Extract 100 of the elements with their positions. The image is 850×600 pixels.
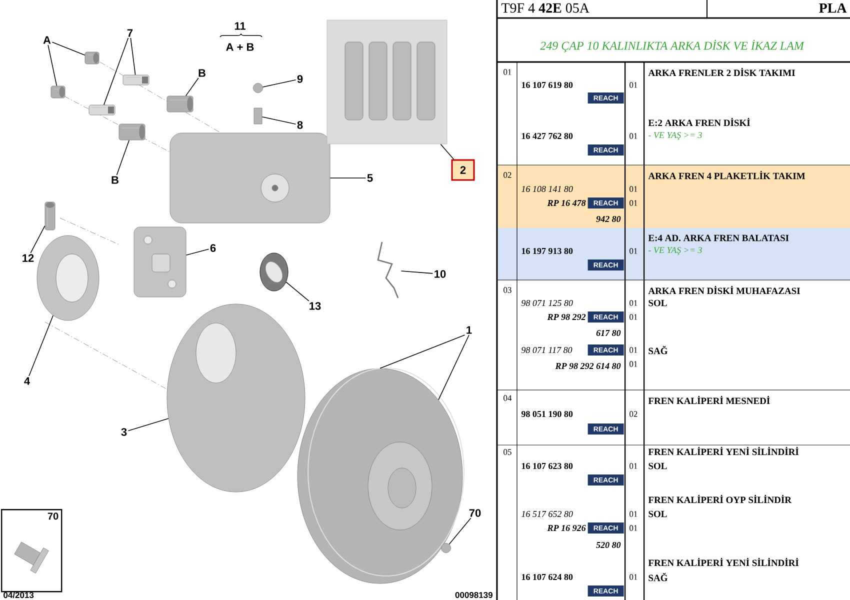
seal-drawing bbox=[260, 252, 288, 292]
quantity: 02 bbox=[630, 411, 638, 417]
part-number: 16 108 141 80 bbox=[522, 186, 573, 192]
quantity: 04 bbox=[504, 395, 512, 401]
bleed-cap-drawing bbox=[253, 83, 263, 93]
description-text: E:4 AD. ARKA FREN BALATASI bbox=[648, 234, 789, 242]
part-number: 617 80 bbox=[596, 330, 621, 336]
leader-line bbox=[440, 144, 454, 160]
header-text: PLA bbox=[819, 3, 847, 13]
part-number: RP 98 292 bbox=[547, 314, 586, 320]
callout-number: 70 bbox=[469, 509, 481, 517]
part-number: 16 197 913 80 bbox=[522, 248, 573, 254]
leader-line bbox=[448, 518, 472, 545]
callout-number: A bbox=[43, 36, 51, 44]
bleed-screw-drawing bbox=[254, 108, 262, 124]
callout-number: 8 bbox=[297, 121, 303, 129]
quantity: 01 bbox=[630, 186, 638, 192]
bushing-drawing bbox=[166, 96, 194, 112]
bushing-drawing bbox=[118, 124, 146, 140]
caliper-drawing bbox=[170, 132, 330, 224]
callout-number: A + B bbox=[226, 43, 254, 51]
description-text: E:2 ARKA FREN DİSKİ bbox=[648, 118, 750, 126]
quantity: 01 bbox=[630, 300, 638, 306]
quantity: 01 bbox=[630, 248, 638, 254]
leader-line bbox=[286, 282, 310, 302]
brake-pad-set-drawing bbox=[326, 20, 448, 144]
condition-note: - VE YAŞ >= 3 bbox=[648, 132, 702, 140]
callout-number: 4 bbox=[24, 377, 30, 385]
description-text: SAĞ bbox=[648, 346, 668, 354]
description-text: FREN KALİPERİ OYP SİLİNDİR bbox=[648, 494, 792, 504]
callout-number: 3 bbox=[121, 428, 127, 436]
quantity: 01 bbox=[630, 525, 638, 531]
dust-shield-drawing bbox=[166, 304, 306, 492]
leader-line bbox=[130, 38, 136, 76]
part-number: 942 80 bbox=[596, 216, 621, 222]
part-number: 16 107 624 80 bbox=[522, 574, 573, 580]
part-number: 98 071 125 80 bbox=[521, 300, 573, 306]
callout-number: 7 bbox=[127, 29, 133, 37]
part-number: 16 517 652 80 bbox=[522, 510, 573, 518]
quantity: 01 bbox=[630, 463, 638, 469]
callout-number: 11 bbox=[234, 22, 246, 30]
quantity: 01 bbox=[630, 314, 638, 320]
description-text: FREN KALİPERİ YENİ SİLİNDİRİ bbox=[648, 446, 799, 456]
callout-number: 1 bbox=[466, 326, 472, 334]
header-text: T9F 4 42E 05A bbox=[501, 3, 590, 13]
quantity: 01 bbox=[630, 347, 638, 353]
part-number: 16 107 619 80 bbox=[522, 82, 573, 88]
part-number: 520 80 bbox=[596, 542, 621, 548]
part-number: RP 16 926 bbox=[547, 524, 586, 532]
leader-line bbox=[186, 248, 210, 256]
quantity: 01 bbox=[630, 133, 638, 139]
leader-line bbox=[116, 140, 130, 176]
wear-sensor-drawing bbox=[377, 242, 399, 298]
leader-line bbox=[380, 334, 466, 369]
description-text: SOL bbox=[648, 300, 667, 306]
knuckle-drawing bbox=[36, 235, 100, 321]
description-text: SOL bbox=[648, 462, 667, 470]
bushing-drawing bbox=[84, 52, 100, 64]
leader-line bbox=[400, 270, 434, 274]
quantity: 01 bbox=[504, 69, 512, 75]
callout-number: B bbox=[198, 69, 206, 77]
subtitle-text: 249 ÇAP 10 KALINLIKTA ARKA DİSK VE İKAZ LAM bbox=[540, 40, 804, 52]
callout-number: B bbox=[112, 176, 118, 184]
part-number: 16 107 623 80 bbox=[522, 462, 573, 470]
part-number: RP 98 292 614 80 bbox=[555, 362, 621, 370]
bushing-drawing bbox=[50, 86, 66, 98]
quantity: 02 bbox=[504, 172, 512, 178]
leader-line bbox=[52, 42, 86, 56]
part-number: RP 16 478 bbox=[547, 200, 586, 206]
quantity: 01 bbox=[630, 574, 638, 580]
description-text: ARKA FRENLER 2 DİSK TAKIMI bbox=[648, 68, 795, 76]
description-text: SOL bbox=[648, 510, 667, 518]
caliper-bracket-drawing bbox=[134, 226, 186, 298]
description-text: FREN KALİPERİ MESNEDİ bbox=[648, 396, 770, 404]
part-number: 16 427 762 80 bbox=[522, 132, 573, 140]
callout-number: 9 bbox=[297, 75, 303, 83]
description-text: ARKA FREN 4 PLAKETLİK TAKIM bbox=[648, 170, 806, 180]
part-number: 98 071 117 80 bbox=[521, 346, 572, 354]
leader-line bbox=[30, 226, 46, 254]
leader-line bbox=[28, 315, 54, 376]
quantity: 01 bbox=[630, 511, 638, 517]
description-text: ARKA FREN DİSKİ MUHAFAZASI bbox=[648, 286, 800, 294]
guide-pin-drawing bbox=[88, 104, 116, 116]
quantity: 01 bbox=[630, 361, 638, 367]
bolt-drawing bbox=[44, 202, 56, 230]
callout-number: 13 bbox=[310, 302, 321, 310]
callout-number: 12 bbox=[22, 254, 34, 262]
callout-number: 6 bbox=[210, 244, 216, 252]
callout-number: 10 bbox=[434, 270, 446, 278]
description-text: SAĞ bbox=[648, 572, 668, 582]
leader-line bbox=[104, 38, 129, 106]
leader-line bbox=[185, 78, 199, 96]
leader-line bbox=[48, 44, 58, 86]
quantity: 05 bbox=[504, 449, 512, 455]
inset-frame: 70 bbox=[1, 509, 62, 592]
guide-pin-drawing bbox=[122, 74, 150, 86]
drawing-code: 00098139 bbox=[455, 592, 492, 598]
callout-number: 5 bbox=[367, 174, 373, 182]
description-text: FREN KALİPERİ YENİ SİLİNDİRİ bbox=[648, 558, 799, 566]
leader-line bbox=[128, 418, 169, 432]
